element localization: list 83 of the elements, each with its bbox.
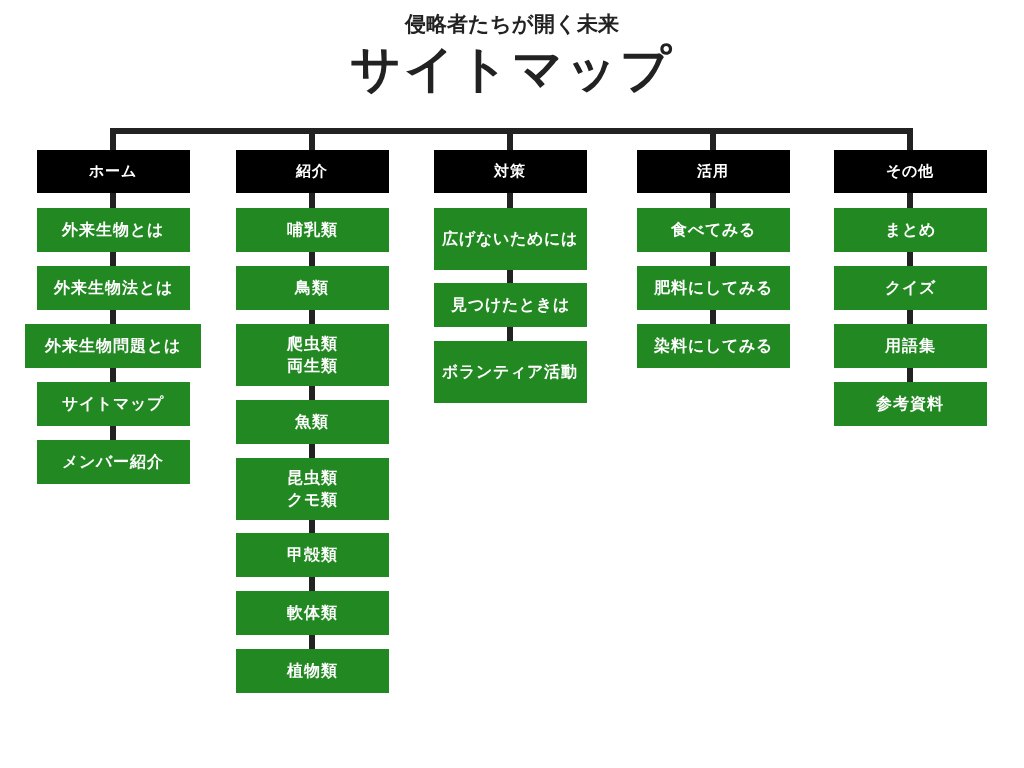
connector-line bbox=[309, 520, 315, 533]
page-box bbox=[833, 382, 987, 426]
page-box bbox=[235, 591, 389, 635]
page-label: 用語集 bbox=[884, 335, 936, 357]
connector-line bbox=[309, 310, 315, 324]
page-label: 対策 bbox=[494, 160, 526, 182]
connector-line bbox=[309, 193, 315, 208]
category-header bbox=[235, 150, 389, 193]
connector-line bbox=[309, 252, 315, 266]
page-box bbox=[433, 283, 587, 327]
page-label: メンバー紹介 bbox=[62, 451, 164, 473]
page-box bbox=[36, 208, 190, 252]
connector-line bbox=[309, 577, 315, 591]
connector-line bbox=[710, 193, 716, 208]
page-box bbox=[235, 208, 389, 252]
subtitle: 侵略者たちが開く未来 bbox=[403, 11, 620, 38]
page-label: まとめ bbox=[884, 219, 936, 241]
connector-line bbox=[507, 327, 513, 341]
page-box bbox=[235, 458, 389, 520]
connector-line bbox=[309, 386, 315, 400]
page-label: 植物類 bbox=[286, 660, 338, 682]
page-box bbox=[833, 208, 987, 252]
connector-line bbox=[907, 193, 913, 208]
page-label: 外来生物法とは bbox=[53, 277, 173, 299]
connector-line bbox=[309, 444, 315, 458]
bus-connector-line bbox=[710, 128, 913, 150]
page-label: ホーム bbox=[89, 160, 137, 182]
connector-line bbox=[907, 252, 913, 266]
page-label: サイトマップ bbox=[62, 393, 164, 415]
page-box bbox=[433, 341, 587, 403]
page-label: その他 bbox=[886, 160, 934, 182]
page-label: 活用 bbox=[697, 160, 729, 182]
page-label: 爬虫類 bbox=[286, 333, 338, 355]
page-label: 甲殻類 bbox=[286, 544, 338, 566]
page-label: 参考資料 bbox=[876, 393, 944, 415]
page-box bbox=[235, 266, 389, 310]
page-box bbox=[235, 533, 389, 577]
page-label: クモ類 bbox=[286, 490, 338, 511]
page-box bbox=[833, 324, 987, 368]
page-label: 外来生物とは bbox=[62, 219, 164, 241]
page-label: 哺乳類 bbox=[286, 219, 338, 241]
page-box bbox=[636, 266, 790, 310]
page-label: 紹介 bbox=[296, 160, 328, 182]
connector-line bbox=[710, 252, 716, 266]
connector-line bbox=[110, 310, 116, 324]
connector-line bbox=[110, 368, 116, 382]
page-box bbox=[636, 208, 790, 252]
connector-line bbox=[710, 310, 716, 324]
page-label: ボランティア活動 bbox=[442, 361, 578, 383]
page-label: 鳥類 bbox=[295, 277, 329, 299]
page-box bbox=[36, 266, 190, 310]
connector-line bbox=[507, 193, 513, 208]
page-label: 魚類 bbox=[295, 411, 329, 433]
category-header bbox=[636, 150, 790, 193]
page-label: 軟体類 bbox=[286, 602, 338, 624]
page-label: 広げないためには bbox=[442, 228, 578, 250]
category-header bbox=[833, 150, 987, 193]
page-label: 見つけたときは bbox=[450, 294, 570, 316]
page-label: 外来生物問題とは bbox=[45, 335, 181, 357]
page-box bbox=[235, 400, 389, 444]
page-label: 両生類 bbox=[286, 356, 338, 377]
page-label: 食べてみる bbox=[670, 219, 756, 241]
page-box bbox=[235, 649, 389, 693]
title: サイトマップ bbox=[349, 39, 675, 100]
connector-line bbox=[110, 426, 116, 440]
page-box bbox=[636, 324, 790, 368]
page-box bbox=[36, 382, 190, 426]
page-box bbox=[433, 208, 587, 270]
page-box bbox=[25, 324, 201, 368]
page-box bbox=[235, 324, 389, 386]
connector-line bbox=[507, 270, 513, 283]
page-box bbox=[833, 266, 987, 310]
connector-line bbox=[110, 193, 116, 208]
connector-line bbox=[309, 635, 315, 649]
page-label: 肥料にしてみる bbox=[653, 277, 773, 299]
connector-line bbox=[907, 310, 913, 324]
page-label: 染料にしてみる bbox=[653, 335, 773, 357]
page-label: クイズ bbox=[884, 277, 936, 299]
page-box bbox=[36, 440, 190, 484]
connector-line bbox=[110, 252, 116, 266]
category-header bbox=[433, 150, 587, 193]
category-header bbox=[36, 150, 190, 193]
page-label: 昆虫類 bbox=[286, 467, 338, 489]
